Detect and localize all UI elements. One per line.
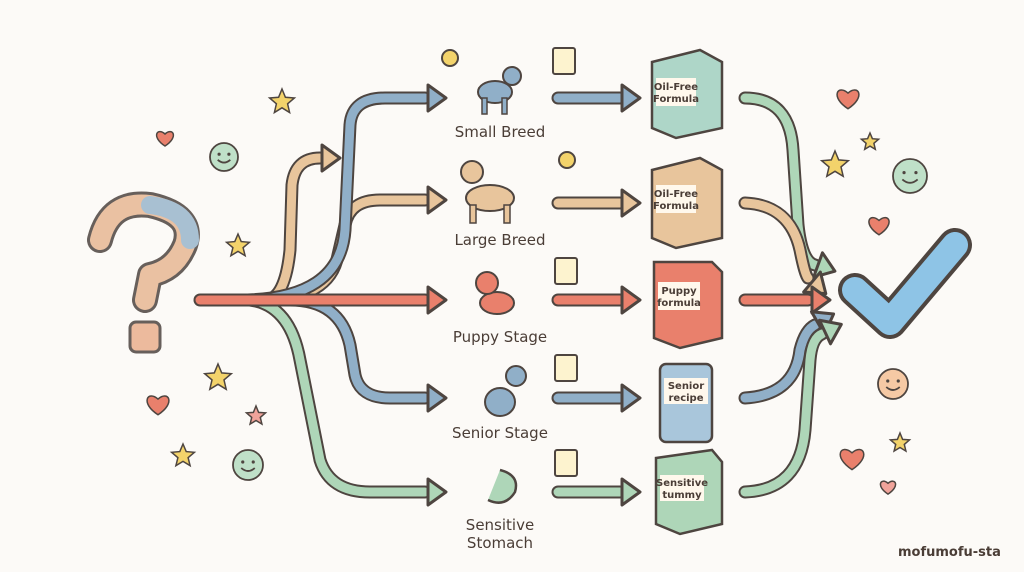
heart-icon [146,395,170,416]
heart-icon [155,130,175,147]
label-large-breed: Large Breed [454,231,545,249]
sparkle-icon [888,431,912,453]
arrow-food2-to-check [738,285,832,315]
small-dog-icon [477,66,522,115]
svg-text:formula: formula [657,298,701,309]
note-icon [554,354,578,382]
stomach-icon [487,468,518,504]
arrow-to-sensitive-stomach [243,293,448,507]
svg-text:Formula: Formula [653,201,699,212]
svg-text:Oil-Free: Oil-Free [654,82,698,93]
star-icon [202,362,234,391]
lightbulb-icon [441,49,459,67]
sparkle-icon [819,149,851,178]
smiley-icon [209,142,239,172]
arrow-food4-to-check [738,311,849,499]
decorations [146,87,928,495]
large-dog-icon [460,160,515,224]
puppy-icon [475,271,515,315]
arrow-food3-to-check [738,301,842,405]
smiley-icon [232,449,264,481]
label-sensitive-stomach-line2: Stomach [467,534,533,552]
sparkle-icon [169,442,197,468]
heart-icon [836,89,860,110]
arrow-category-to-food-2 [551,285,642,315]
label-senior-stage: Senior Stage [452,424,548,442]
sparkle-icon [859,131,881,151]
watermark: mofumofu-sta [898,545,1001,560]
arrow-category-to-food-3 [551,383,642,413]
arrow-to-puppy-stage [193,285,448,315]
heart-icon [839,448,865,471]
arrow-food1-to-check [738,196,836,306]
arrow-category-to-food-4 [551,477,642,507]
category-to-food-arrows [551,83,642,507]
svg-text:Puppy: Puppy [661,286,697,297]
senior-dog-icon [484,365,527,417]
sparkle-icon [244,404,268,426]
label-puppy-stage: Puppy Stage [453,328,547,346]
note-icon [554,449,578,477]
sparkle-icon [224,232,252,258]
svg-text:Formula: Formula [653,94,699,105]
branch-arrows [193,83,448,507]
arrow-category-to-food-1 [551,188,642,218]
checkmark-icon [838,228,972,339]
food-to-check-arrows [738,91,849,499]
svg-text:Oil-Free: Oil-Free [654,189,698,200]
smiley-icon [877,368,909,400]
arrow-to-small-breed [233,83,448,307]
smiley-icon [892,158,928,194]
arrow-category-to-food-0 [551,83,642,113]
heart-icon [868,216,890,236]
note-icon [554,257,578,285]
question-mark-icon [87,191,200,354]
star-icon [267,87,297,115]
label-small-breed: Small Breed [455,123,546,141]
lightbulb-icon [558,151,576,169]
svg-text:tummy: tummy [662,490,702,501]
arrow-food0-to-check [738,91,841,285]
svg-text:recipe: recipe [668,393,703,404]
heart-icon [879,480,897,495]
label-sensitive-stomach-line1: Sensitive [466,516,534,534]
note-icon [552,47,576,75]
svg-text:Senior: Senior [668,381,704,392]
svg-text:Sensitive: Sensitive [656,478,708,489]
